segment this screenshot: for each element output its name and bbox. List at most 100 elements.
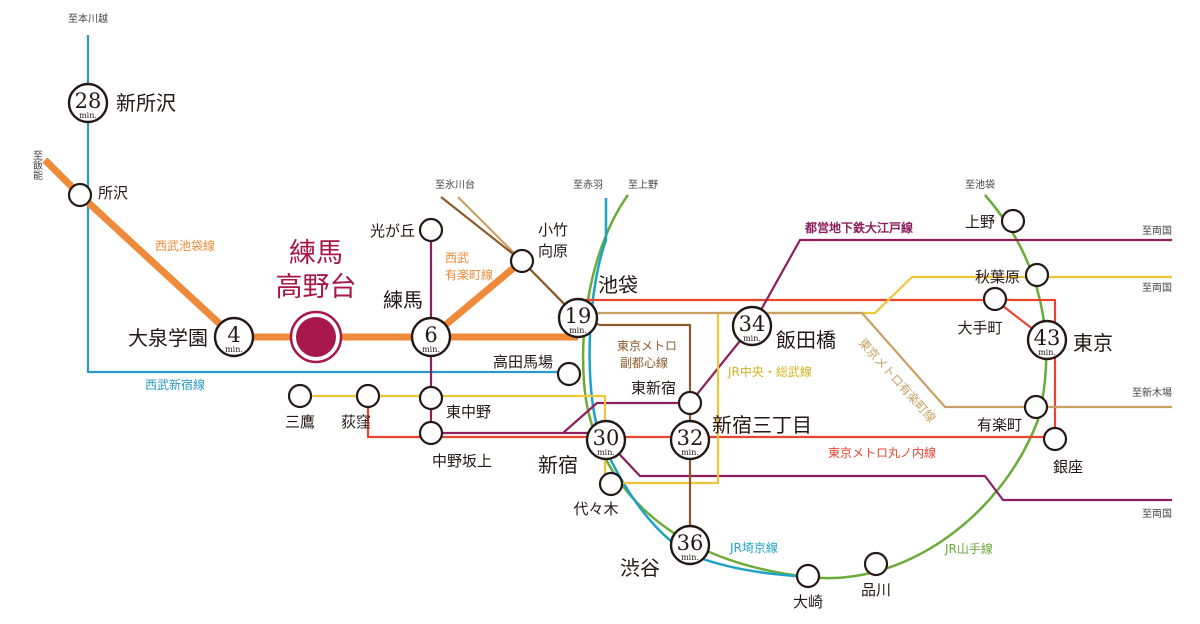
station-name: 向原 <box>538 242 568 260</box>
line-label: 東京メトロ有楽町線 <box>856 335 939 425</box>
line-label: 西武 <box>445 251 469 265</box>
direction-label: 至両国 <box>1142 225 1172 237</box>
direction-label: 至赤羽 <box>573 179 603 191</box>
station-name: 秋葉原 <box>975 268 1020 286</box>
svg-text:min.: min. <box>569 326 587 335</box>
svg-text:min.: min. <box>597 448 615 457</box>
station-name: 光が丘 <box>370 222 415 240</box>
line-label: JR埼京線 <box>729 540 778 555</box>
home-station-name: 高野台 <box>276 272 357 303</box>
direction-label: 至両国 <box>1142 508 1172 520</box>
station-name: 東新宿 <box>631 379 676 397</box>
line-label: 東京メトロ丸ノ内線 <box>828 445 936 460</box>
saikyo-line <box>588 198 809 579</box>
station-name: 品川 <box>861 581 891 599</box>
svg-text:6: 6 <box>424 323 437 347</box>
station-name: 有楽町 <box>977 416 1022 434</box>
svg-text:34: 34 <box>739 312 766 336</box>
station-marker <box>795 563 821 589</box>
station-name: 東中野 <box>446 403 491 421</box>
station-name: 荻窪 <box>341 413 371 431</box>
direction-label: 至新木場 <box>1132 386 1172 399</box>
station-marker <box>418 385 444 411</box>
line-label: 西武新宿線 <box>145 377 205 392</box>
station-name: 高田馬場 <box>493 353 553 371</box>
station-name: 所沢 <box>98 184 128 202</box>
svg-text:練馬: 練馬 <box>383 288 423 312</box>
home-station-marker <box>289 310 343 364</box>
station-marker <box>982 286 1008 312</box>
station-marker <box>556 361 582 387</box>
svg-text:min.: min. <box>422 345 440 354</box>
station-marker <box>418 217 444 243</box>
station-name: 大手町 <box>957 319 1002 337</box>
svg-text:min.: min. <box>743 334 761 343</box>
svg-text:min.: min. <box>681 553 699 562</box>
svg-text:min.: min. <box>225 345 243 354</box>
svg-text:新宿三丁目: 新宿三丁目 <box>712 413 812 437</box>
direction-label: 至氷川台 <box>435 178 475 191</box>
line-label: 西武池袋線 <box>155 238 215 253</box>
station-marker <box>863 551 889 577</box>
svg-text:4: 4 <box>227 323 240 347</box>
line-label: 有楽町線 <box>445 267 493 282</box>
home-station-name: 練馬 <box>289 238 343 269</box>
station-name: 上野 <box>965 213 995 231</box>
station-name: 三鷹 <box>285 413 315 431</box>
chuo-sobu-line <box>300 275 1172 485</box>
svg-text:新所沢: 新所沢 <box>116 91 176 115</box>
station-marker <box>1024 262 1050 288</box>
small-stations <box>67 182 1068 589</box>
station-marker <box>677 390 703 416</box>
svg-text:43: 43 <box>1034 326 1061 350</box>
station-marker <box>355 383 381 409</box>
station-name: 大崎 <box>793 593 823 611</box>
svg-text:36: 36 <box>677 531 704 555</box>
station-marker <box>418 420 444 446</box>
direction-label: 至飯能 <box>31 150 43 181</box>
station-marker <box>598 471 624 497</box>
station-marker <box>67 182 93 208</box>
line-label: 都営地下鉄大江戸線 <box>804 220 913 235</box>
svg-text:池袋: 池袋 <box>598 273 638 297</box>
svg-text:19: 19 <box>565 304 592 328</box>
station-marker <box>1042 426 1068 452</box>
svg-text:飯田橋: 飯田橋 <box>776 328 836 352</box>
svg-text:28: 28 <box>75 89 102 113</box>
line-label: 東京メトロ <box>617 339 677 353</box>
svg-text:min.: min. <box>79 111 97 120</box>
seibu-shinjuku-line <box>86 35 569 374</box>
line-label: JR中央・総武線 <box>727 364 812 379</box>
svg-text:min.: min. <box>1038 348 1056 357</box>
svg-text:min.: min. <box>681 448 699 457</box>
station-name: 小竹 <box>538 221 568 239</box>
station-marker <box>1000 208 1026 234</box>
station-name: 銀座 <box>1053 458 1083 476</box>
station-marker <box>1023 394 1049 420</box>
line-label: 副都心線 <box>620 355 668 370</box>
svg-text:32: 32 <box>677 426 704 450</box>
station-name: 中野坂上 <box>432 452 492 470</box>
direction-label: 至上野 <box>628 179 658 191</box>
direction-label: 至池袋 <box>965 178 995 191</box>
svg-text:新宿: 新宿 <box>538 453 578 477</box>
svg-text:渋谷: 渋谷 <box>620 556 660 580</box>
svg-text:大泉学園: 大泉学園 <box>128 326 208 350</box>
station-name: 代々木 <box>573 500 618 518</box>
svg-text:東京: 東京 <box>1073 331 1113 355</box>
direction-label: 至本川越 <box>68 12 108 25</box>
direction-label: 至両国 <box>1142 282 1172 294</box>
station-marker <box>509 248 535 274</box>
svg-text:30: 30 <box>593 426 620 450</box>
line-label: JR山手線 <box>944 541 993 556</box>
